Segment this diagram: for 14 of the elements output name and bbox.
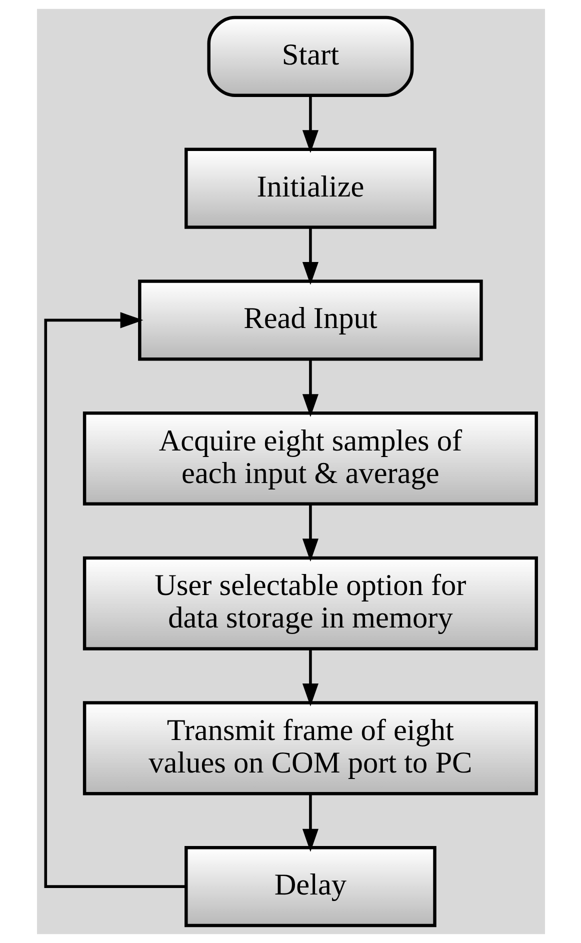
node-box: Read Input xyxy=(138,280,482,361)
arrow xyxy=(302,228,318,285)
arrow xyxy=(302,794,318,852)
arrow xyxy=(302,359,318,418)
node-box: Delay xyxy=(184,846,436,928)
arrow xyxy=(302,96,318,154)
node-box: Transmit frame of eight values on COM port to PC xyxy=(82,701,538,796)
arrow xyxy=(44,312,186,888)
node-box: User selectable option for data storage in memory xyxy=(82,556,538,650)
arrow xyxy=(302,504,318,562)
arrow xyxy=(302,649,318,706)
node-box: Acquire eight samples of each input & average xyxy=(82,412,538,506)
node-box: Initialize xyxy=(184,148,436,229)
node-box: Start xyxy=(206,16,414,97)
